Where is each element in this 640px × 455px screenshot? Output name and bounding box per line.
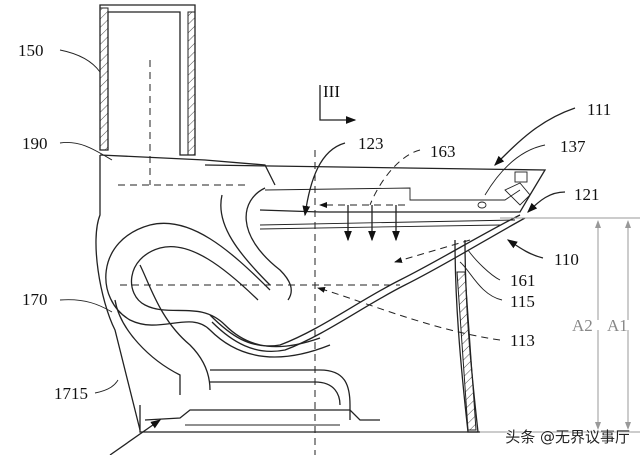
- label-123: 123: [358, 134, 384, 153]
- reference-labels: 150 190 170 1715 III 123 163 111 137 121…: [18, 41, 611, 403]
- trapway: [105, 222, 351, 420]
- label-113: 113: [510, 331, 535, 350]
- bowl: [209, 187, 526, 433]
- dimension-a2: A2: [572, 316, 593, 335]
- dimension-lines: A2 A1: [480, 217, 640, 433]
- watermark: 头条 @无界议事厅: [505, 428, 630, 446]
- label-115: 115: [510, 292, 535, 311]
- flow-arrows: [319, 85, 471, 263]
- label-1715: 1715: [54, 384, 88, 403]
- label-190: 190: [22, 134, 48, 153]
- body-outline: [95, 150, 480, 455]
- label-111: 111: [587, 100, 611, 119]
- label-110: 110: [554, 250, 579, 269]
- dimension-a1: A1: [607, 316, 628, 335]
- leader-lines: [59, 49, 576, 455]
- label-170: 170: [22, 290, 48, 309]
- label-163: 163: [430, 142, 456, 161]
- water-tank: [99, 4, 276, 186]
- section-marker-iii: III: [323, 82, 340, 101]
- seat-assembly: [204, 164, 547, 230]
- label-121: 121: [574, 185, 600, 204]
- label-150: 150: [18, 41, 44, 60]
- label-161: 161: [510, 271, 536, 290]
- label-137: 137: [560, 137, 586, 156]
